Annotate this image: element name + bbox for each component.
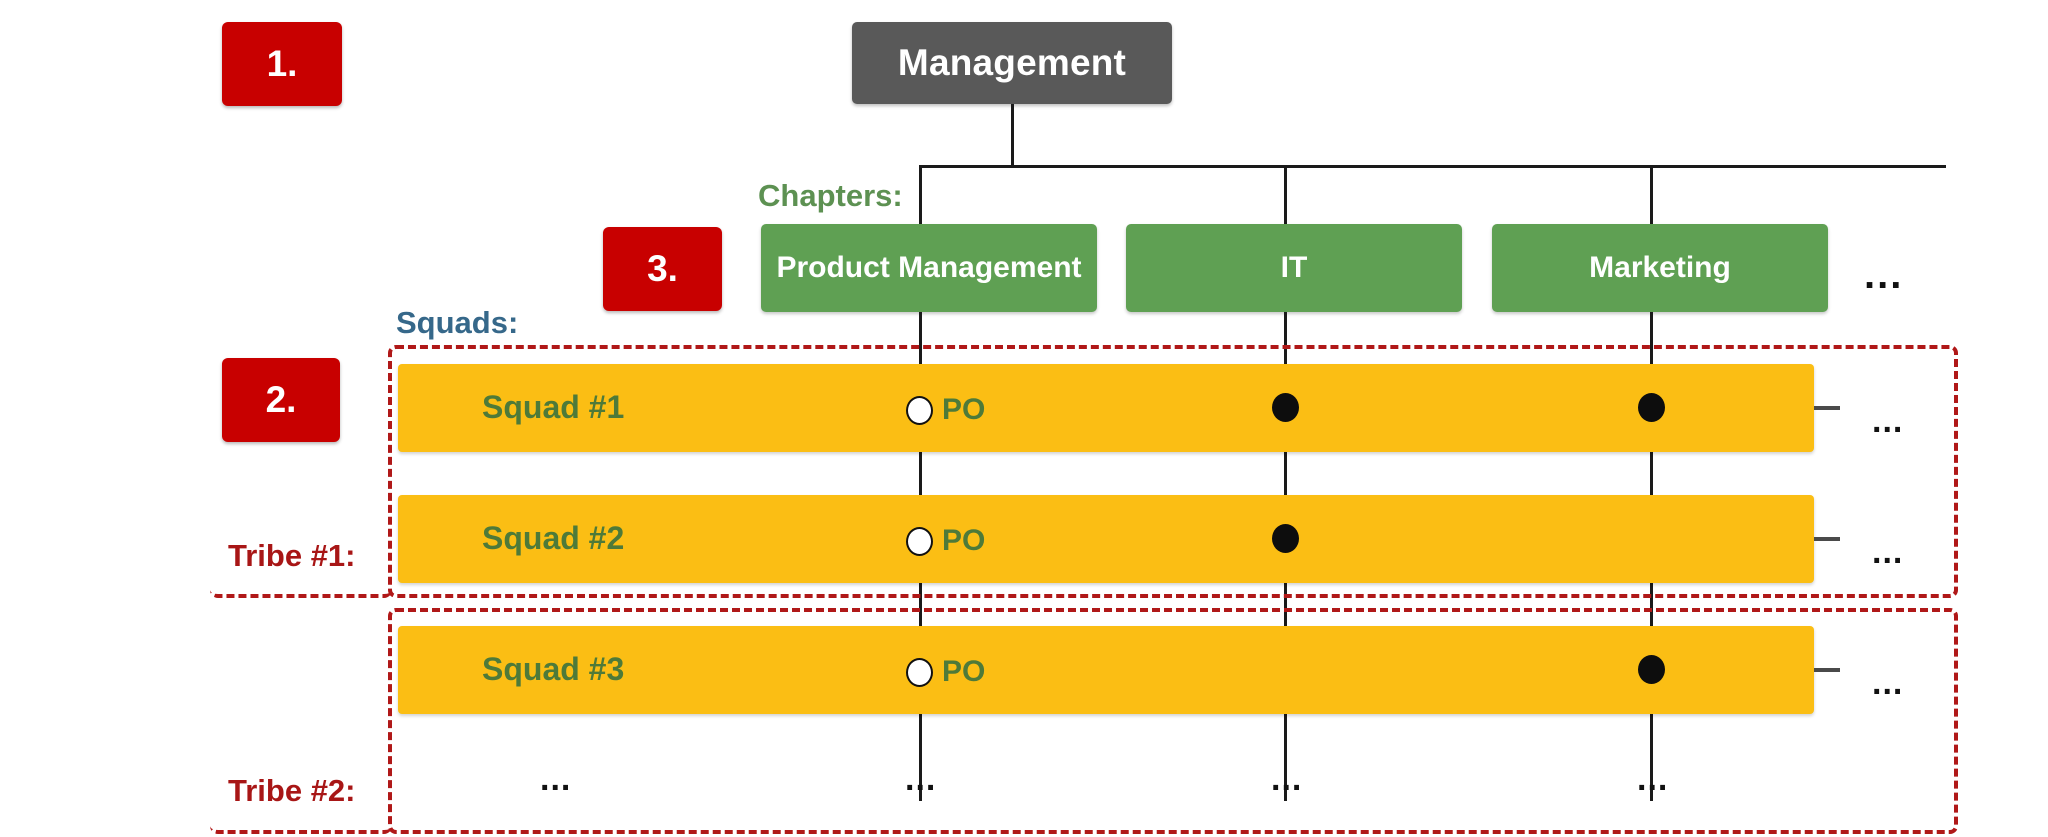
squad-3-po-label: PO [942,655,986,688]
chapter-box-it[interactable]: IT [1126,224,1462,312]
chapter-label-it: IT [1280,251,1308,285]
more-row-marketing-ellipsis: ... [1637,760,1669,798]
squad-2-po-label: PO [942,524,986,557]
more-row-it-ellipsis: ... [1271,760,1303,798]
chapters-section-label: Chapters: [758,178,903,213]
squad-2-more-tick [1814,537,1840,541]
more-row-product-management-ellipsis: ... [905,760,937,798]
po-circle-icon [906,395,933,425]
squad-row-3[interactable] [398,626,1814,714]
squad-1-po-marker: PO [906,393,985,427]
chapters-more-ellipsis: ... [1864,253,1904,297]
chapters-bus-line [919,165,1946,168]
squad-3-more-ellipsis: ... [1872,664,1904,702]
step-badge-1: 1. [222,22,342,106]
tribe-2-left-rule [210,608,392,834]
squad-label-3: Squad #3 [482,651,625,687]
squads-section-label: Squads: [396,305,519,340]
step-badge-2: 2. [222,358,340,442]
squad-1-po-label: PO [942,393,986,426]
chapter-box-product-management[interactable]: Product Management [761,224,1097,312]
chapter-drop-it [1284,165,1287,224]
step-badge-3: 3. [603,227,722,311]
tribe-container-1 [388,345,1958,598]
squad-label-1: Squad #1 [482,389,625,425]
po-circle-icon [906,657,933,687]
chapter-drop-product-management [919,165,922,224]
po-circle-icon [906,526,933,556]
tribe-1-left-rule [210,345,392,598]
tribe-container-2 [388,608,1958,834]
squad-1-more-tick [1814,406,1840,410]
squad-row-2[interactable] [398,495,1814,583]
squad-2-more-ellipsis: ... [1872,533,1904,571]
squad-label-2: Squad #2 [482,520,625,556]
tribe-label-2: Tribe #2: [228,773,356,808]
squad-1-member-marketing [1638,393,1665,422]
chapter-drop-marketing [1650,165,1653,224]
squad-3-more-tick [1814,668,1840,672]
management-label: Management [897,42,1127,83]
squad-1-member-it [1272,393,1299,422]
more-row-squad-ellipsis: ... [540,760,572,798]
chapter-label-marketing: Marketing [1589,251,1731,285]
management-box[interactable]: Management [852,22,1172,104]
step-badge-3-label: 3. [647,248,678,289]
squad-3-po-marker: PO [906,655,985,689]
squad-3-member-marketing [1638,655,1665,684]
step-badge-1-label: 1. [266,43,298,84]
tribe-label-1: Tribe #1: [228,538,356,573]
squad-2-member-it [1272,524,1299,553]
chapter-box-marketing[interactable]: Marketing [1492,224,1828,312]
squad-1-more-ellipsis: ... [1872,402,1904,440]
squad-2-po-marker: PO [906,524,985,558]
squad-row-1[interactable] [398,364,1814,452]
step-badge-2-label: 2. [265,379,297,420]
chapter-label-product-management: Product Management [776,251,1082,285]
management-stem-line [1011,104,1014,167]
